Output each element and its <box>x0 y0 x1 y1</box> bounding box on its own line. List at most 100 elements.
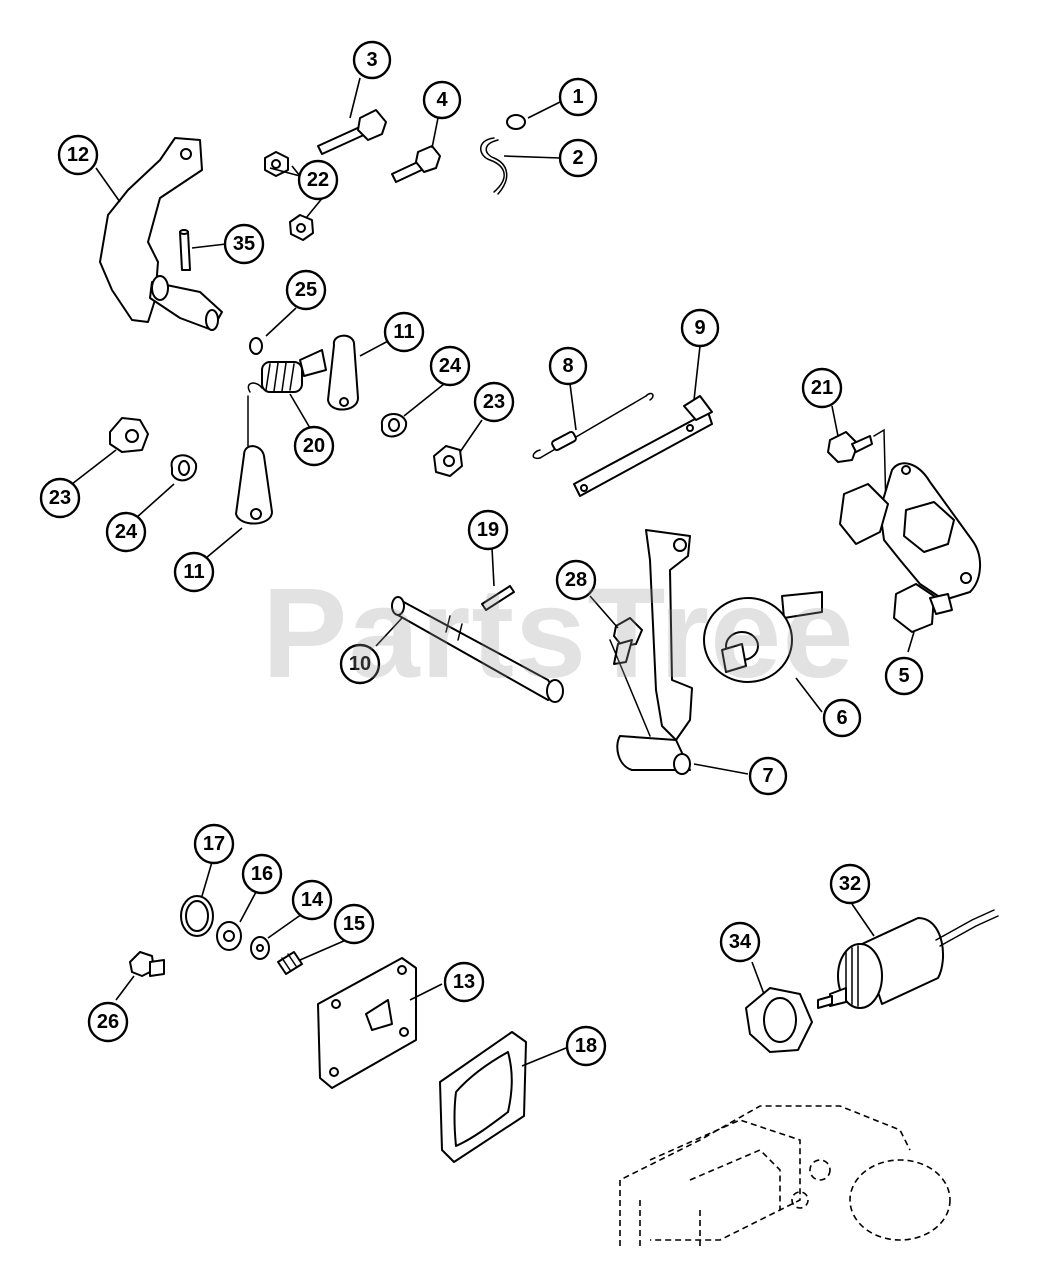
callout-12: 12 <box>57 134 99 176</box>
callout-5: 5 <box>884 656 924 696</box>
callout-14: 14 <box>291 879 333 921</box>
part-15-spring <box>277 951 303 975</box>
callout-24-upper-label: 24 <box>439 355 462 377</box>
callout-26-label: 26 <box>97 1011 119 1033</box>
part-14-washer <box>250 936 270 960</box>
callout-8: 8 <box>548 346 588 386</box>
callout-16: 16 <box>241 853 283 895</box>
callout-8-label: 8 <box>562 355 573 377</box>
part-23-nut-upper <box>433 445 463 477</box>
part-19-roll-pin <box>481 585 515 611</box>
callout-10-label: 10 <box>349 653 371 675</box>
callout-4-label: 4 <box>436 89 448 111</box>
callout-32: 32 <box>829 863 871 905</box>
callout-2-label: 2 <box>572 147 583 169</box>
callout-11-upper-label: 11 <box>393 321 414 343</box>
part-8-rod <box>532 392 654 460</box>
callout-11-upper: 11 <box>383 311 425 353</box>
callout-11-lower-label: 11 <box>183 561 204 583</box>
callout-19: 19 <box>467 509 509 551</box>
callout-35: 35 <box>223 223 265 265</box>
part-34-jam-nut <box>745 987 813 1053</box>
callout-4: 4 <box>422 80 462 120</box>
callout-7: 7 <box>748 756 788 796</box>
part-11-plate-upper <box>327 334 359 411</box>
callout-28: 28 <box>555 559 597 601</box>
callout-24-upper: 24 <box>429 345 471 387</box>
callout-21: 21 <box>801 367 843 409</box>
callout-19-label: 19 <box>477 519 499 541</box>
part-28-bolt <box>613 617 643 665</box>
callout-14-label: 14 <box>301 889 324 911</box>
callout-17: 17 <box>193 823 235 865</box>
callout-23-left-label: 23 <box>49 487 71 509</box>
callout-25: 25 <box>285 269 327 311</box>
part-18-gasket <box>439 1031 527 1163</box>
callout-1-label: 1 <box>572 86 583 108</box>
callout-11-lower: 11 <box>173 551 215 593</box>
callout-3: 3 <box>352 40 392 80</box>
callout-25-label: 25 <box>295 279 317 301</box>
callout-7-label: 7 <box>762 765 773 787</box>
callout-22-label: 22 <box>307 169 329 191</box>
callout-23-upper-label: 23 <box>483 391 505 413</box>
callout-28-label: 28 <box>565 569 587 591</box>
part-25-ring <box>249 337 263 355</box>
callout-32-label: 32 <box>839 873 861 895</box>
callout-6: 6 <box>822 698 862 738</box>
part-9-link-bar <box>573 395 713 497</box>
callout-23-upper: 23 <box>473 381 515 423</box>
part-22-nuts <box>264 151 314 241</box>
part-1-plug <box>506 114 526 130</box>
callout-2: 2 <box>558 138 598 178</box>
callout-13-label: 13 <box>453 971 475 993</box>
callout-35-label: 35 <box>233 233 255 255</box>
engine-block-outline <box>619 1105 951 1246</box>
callout-9: 9 <box>680 308 720 348</box>
callout-12-label: 12 <box>67 144 89 166</box>
part-4-bolt <box>391 145 441 183</box>
callout-3-label: 3 <box>366 49 377 71</box>
callout-23-left: 23 <box>39 477 81 519</box>
part-13-cover-plate <box>317 957 417 1089</box>
part-23-nut-left <box>109 417 149 453</box>
part-11-plate-lower <box>235 395 273 525</box>
callout-34-label: 34 <box>729 931 752 953</box>
callout-13: 13 <box>443 961 485 1003</box>
callout-18: 18 <box>565 1025 607 1067</box>
callout-22: 22 <box>297 159 339 201</box>
part-24-washer-left <box>170 454 198 482</box>
part-5-governor-assembly <box>839 428 981 633</box>
part-7-governor-arm <box>609 529 693 775</box>
callout-1: 1 <box>558 77 598 117</box>
callout-6-label: 6 <box>836 707 847 729</box>
part-12-bracket-lever <box>99 137 223 331</box>
part-24-washer-upper <box>380 413 408 438</box>
callout-26: 26 <box>87 1001 129 1043</box>
callout-34: 34 <box>719 921 761 963</box>
callout-24-left-label: 24 <box>115 521 138 543</box>
part-20-spring <box>247 349 327 393</box>
callout-24-left: 24 <box>105 511 147 553</box>
callout-9-label: 9 <box>694 317 705 339</box>
callout-20: 20 <box>293 425 335 467</box>
callout-17-label: 17 <box>203 833 225 855</box>
part-6-governor-gear <box>703 591 823 683</box>
callout-15-label: 15 <box>343 913 365 935</box>
callout-10: 10 <box>339 643 381 685</box>
part-35-pin <box>179 229 191 271</box>
part-21-screw <box>827 431 873 463</box>
part-32-solenoid <box>817 909 999 1009</box>
callout-16-label: 16 <box>251 863 273 885</box>
callout-21-label: 21 <box>811 377 833 399</box>
callout-5-label: 5 <box>898 665 909 687</box>
part-26-screw <box>129 951 165 977</box>
callout-15: 15 <box>333 903 375 945</box>
part-2-wire-clip <box>480 137 508 195</box>
callout-20-label: 20 <box>303 435 325 457</box>
part-3-bolt <box>317 109 387 155</box>
callout-18-label: 18 <box>575 1035 597 1057</box>
part-10-shaft <box>391 596 564 703</box>
part-17-snap-ring <box>180 895 214 937</box>
